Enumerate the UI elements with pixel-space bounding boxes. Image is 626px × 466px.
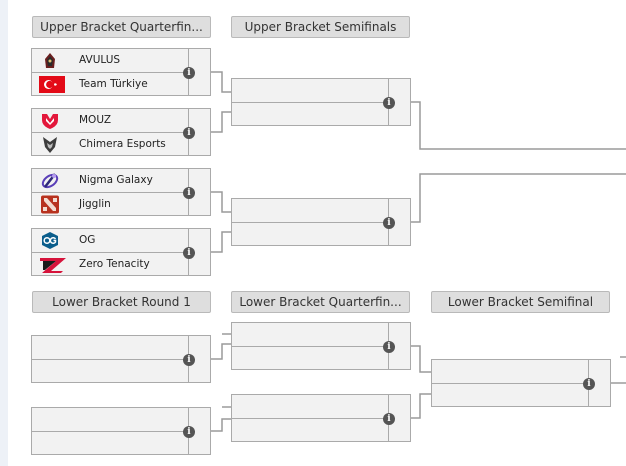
ub-qf-match-2[interactable]: MOUZ Chimera Esports i [31, 108, 211, 156]
og-logo-icon [42, 232, 58, 249]
ub-sf-match-2[interactable]: i [231, 198, 411, 246]
team-name: Jigglin [79, 198, 111, 210]
header-lb-round1: Lower Bracket Round 1 [32, 291, 211, 313]
header-lb-semifinal: Lower Bracket Semifinal [431, 291, 610, 313]
lb-sf-match-1[interactable]: i [431, 359, 611, 407]
match-slot-team2[interactable] [232, 223, 388, 246]
match-slot-team2[interactable]: Team Türkiye [32, 73, 188, 96]
team-name: OG [79, 234, 96, 246]
mouz-logo-icon [42, 114, 58, 129]
match-slot-team1[interactable]: AVULUS [32, 49, 188, 73]
match-slot-team2[interactable]: Chimera Esports [32, 133, 188, 156]
match-slot-team1[interactable]: OG [32, 229, 188, 253]
match-slot-team1[interactable]: Nigma Galaxy [32, 169, 188, 193]
chimera-logo-icon [43, 137, 57, 153]
info-icon[interactable]: i [183, 127, 195, 139]
match-slot-team2[interactable] [32, 432, 188, 455]
info-icon[interactable]: i [183, 426, 195, 438]
match-slot-team2[interactable] [432, 384, 588, 407]
avulus-logo-icon [45, 53, 55, 68]
info-icon[interactable]: i [183, 187, 195, 199]
dota-logo-icon [41, 195, 59, 214]
info-icon[interactable]: i [583, 378, 595, 390]
info-icon[interactable]: i [183, 247, 195, 259]
match-slot-team1[interactable] [232, 323, 388, 347]
match-slot-team1[interactable]: MOUZ [32, 109, 188, 133]
team-name: Zero Tenacity [79, 258, 150, 270]
match-slot-team2[interactable] [232, 347, 388, 370]
match-slot-team1[interactable] [232, 199, 388, 223]
lb-qf-match-2[interactable]: i [231, 394, 411, 442]
match-slot-team2[interactable] [32, 360, 188, 383]
turkey-flag-icon [39, 76, 65, 93]
match-slot-team1[interactable] [432, 360, 588, 384]
ub-sf-match-1[interactable]: i [231, 78, 411, 126]
nigma-logo-icon [41, 173, 59, 189]
team-name: Chimera Esports [79, 138, 166, 150]
match-slot-team1[interactable] [32, 336, 188, 360]
match-slot-team2[interactable] [232, 103, 388, 126]
zero-tenacity-logo-icon [40, 258, 66, 273]
team-name: MOUZ [79, 114, 112, 126]
match-slot-team2[interactable]: Jigglin [32, 193, 188, 216]
lb-r1-match-1[interactable]: i [31, 335, 211, 383]
header-ub-semifinals: Upper Bracket Semifinals [231, 16, 410, 38]
match-slot-team1[interactable] [232, 395, 388, 419]
team-name: AVULUS [79, 54, 121, 66]
ub-qf-match-3[interactable]: Nigma Galaxy Jigglin i [31, 168, 211, 216]
team-name: Nigma Galaxy [79, 174, 153, 186]
info-icon[interactable]: i [383, 341, 395, 353]
ub-qf-match-4[interactable]: OG Zero Tenacity i [31, 228, 211, 276]
header-ub-quarterfinals: Upper Bracket Quarterfin... [32, 16, 211, 38]
lb-r1-match-2[interactable]: i [31, 407, 211, 455]
header-lb-quarterfinals: Lower Bracket Quarterfin... [231, 291, 410, 313]
match-slot-team2[interactable] [232, 419, 388, 442]
match-slot-team2[interactable]: Zero Tenacity [32, 253, 188, 276]
match-slot-team1[interactable] [32, 408, 188, 432]
lb-qf-match-1[interactable]: i [231, 322, 411, 370]
team-name: Team Türkiye [79, 78, 148, 90]
info-icon[interactable]: i [383, 413, 395, 425]
info-icon[interactable]: i [383, 97, 395, 109]
info-icon[interactable]: i [383, 217, 395, 229]
left-sidebar-strip [0, 0, 8, 466]
info-icon[interactable]: i [183, 67, 195, 79]
ub-qf-match-1[interactable]: AVULUS Team Türkiye i [31, 48, 211, 96]
match-slot-team1[interactable] [232, 79, 388, 103]
info-icon[interactable]: i [183, 354, 195, 366]
